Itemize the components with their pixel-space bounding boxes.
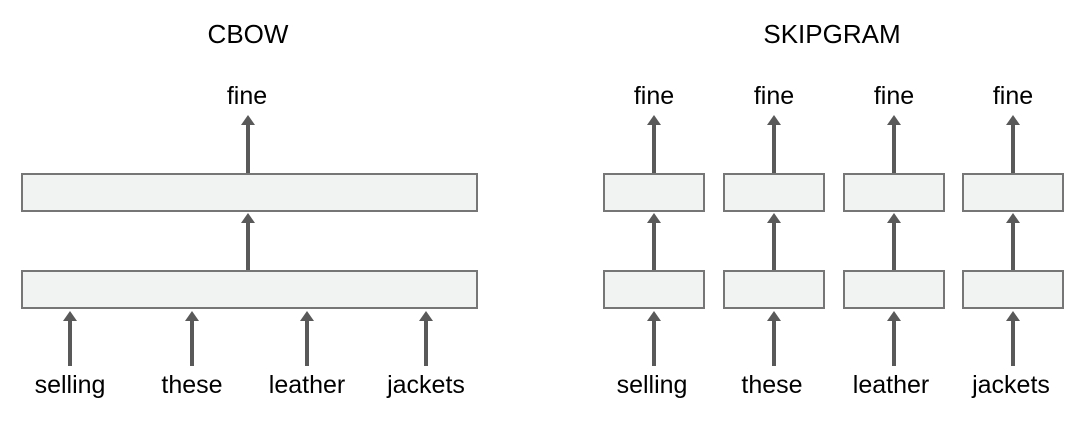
- up-arrow-head: [887, 213, 901, 223]
- up-arrow-shaft: [772, 125, 776, 173]
- cbow-input-label-selling: selling: [34, 371, 106, 399]
- up-arrow-shaft: [892, 125, 896, 173]
- up-arrow-head: [241, 115, 255, 125]
- skipgram-output-layer-box: [723, 173, 825, 212]
- cbow-output-label: fine: [226, 82, 268, 110]
- skipgram-output-arrow: [1006, 115, 1020, 173]
- up-arrow-head: [887, 311, 901, 321]
- up-arrow-shaft: [246, 223, 250, 270]
- up-arrow-head: [767, 115, 781, 125]
- cbow-input-label-leather: leather: [268, 371, 346, 399]
- up-arrow-shaft: [1011, 223, 1015, 270]
- skipgram-hidden-arrow: [767, 213, 781, 270]
- skipgram-title: SKIPGRAM: [763, 19, 901, 49]
- up-arrow-head: [887, 115, 901, 125]
- up-arrow-shaft: [772, 223, 776, 270]
- up-arrow-shaft: [1011, 125, 1015, 173]
- skipgram-input-layer-box: [723, 270, 825, 309]
- up-arrow-shaft: [190, 321, 194, 366]
- skipgram-input-arrow: [767, 311, 781, 366]
- skipgram-input-label-jackets: jackets: [972, 371, 1050, 399]
- cbow-input-arrow: [63, 311, 77, 366]
- cbow-input-label-these: these: [161, 371, 223, 399]
- skipgram-output-arrow: [767, 115, 781, 173]
- up-arrow-head: [241, 213, 255, 223]
- skipgram-output-label: fine: [633, 82, 675, 110]
- skipgram-input-label-selling: selling: [616, 371, 688, 399]
- up-arrow-shaft: [652, 223, 656, 270]
- skipgram-output-arrow: [647, 115, 661, 173]
- cbow-title: CBOW: [207, 19, 289, 49]
- cbow-hidden-arrow: [241, 213, 255, 270]
- skipgram-input-label-these: these: [741, 371, 803, 399]
- skipgram-input-label-leather: leather: [852, 371, 930, 399]
- up-arrow-shaft: [246, 125, 250, 173]
- up-arrow-head: [647, 311, 661, 321]
- up-arrow-shaft: [652, 125, 656, 173]
- cbow-output-arrow: [241, 115, 255, 173]
- skipgram-output-label: fine: [873, 82, 915, 110]
- up-arrow-shaft: [892, 321, 896, 366]
- skipgram-input-layer-box: [843, 270, 945, 309]
- up-arrow-shaft: [652, 321, 656, 366]
- up-arrow-head: [647, 115, 661, 125]
- skipgram-input-layer-box: [603, 270, 705, 309]
- up-arrow-head: [300, 311, 314, 321]
- up-arrow-shaft: [892, 223, 896, 270]
- cbow-input-arrow: [419, 311, 433, 366]
- skipgram-output-label: fine: [753, 82, 795, 110]
- skipgram-output-layer-box: [603, 173, 705, 212]
- skipgram-input-layer-box: [962, 270, 1064, 309]
- skipgram-output-label: fine: [992, 82, 1034, 110]
- up-arrow-head: [185, 311, 199, 321]
- cbow-input-layer-box: [21, 270, 478, 309]
- up-arrow-shaft: [1011, 321, 1015, 366]
- up-arrow-head: [1006, 115, 1020, 125]
- skipgram-input-arrow: [887, 311, 901, 366]
- cbow-input-label-jackets: jackets: [387, 371, 465, 399]
- up-arrow-shaft: [305, 321, 309, 366]
- up-arrow-head: [419, 311, 433, 321]
- up-arrow-head: [1006, 311, 1020, 321]
- up-arrow-shaft: [68, 321, 72, 366]
- up-arrow-shaft: [772, 321, 776, 366]
- cbow-input-arrow: [185, 311, 199, 366]
- skipgram-output-arrow: [887, 115, 901, 173]
- up-arrow-shaft: [424, 321, 428, 366]
- skipgram-hidden-arrow: [647, 213, 661, 270]
- up-arrow-head: [1006, 213, 1020, 223]
- skipgram-hidden-arrow: [887, 213, 901, 270]
- skipgram-output-layer-box: [962, 173, 1064, 212]
- skipgram-output-layer-box: [843, 173, 945, 212]
- skipgram-input-arrow: [1006, 311, 1020, 366]
- up-arrow-head: [767, 311, 781, 321]
- up-arrow-head: [767, 213, 781, 223]
- cbow-output-layer-box: [21, 173, 478, 212]
- skipgram-hidden-arrow: [1006, 213, 1020, 270]
- cbow-input-arrow: [300, 311, 314, 366]
- skipgram-input-arrow: [647, 311, 661, 366]
- up-arrow-head: [63, 311, 77, 321]
- up-arrow-head: [647, 213, 661, 223]
